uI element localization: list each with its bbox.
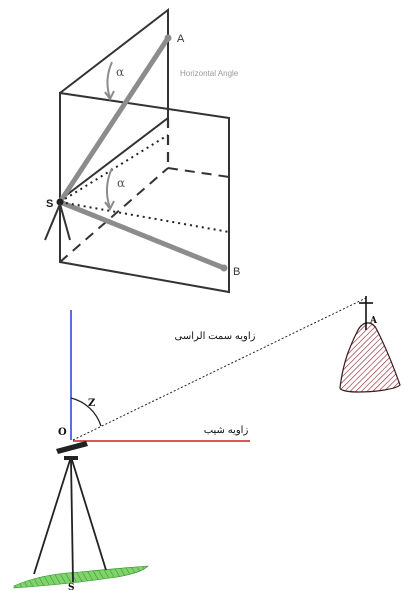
point-b-marker bbox=[220, 264, 228, 272]
label-point-a: A bbox=[177, 33, 185, 45]
horizontal-plane-dashed-edge-2 bbox=[167, 167, 230, 178]
label-station-s: S bbox=[46, 198, 53, 210]
tripod-symbol bbox=[44, 203, 71, 241]
instrument-head bbox=[56, 441, 88, 454]
angle-arc-upper bbox=[106, 61, 113, 99]
label-zenith-angle-fa: زاویه سمت الراسی bbox=[175, 331, 256, 342]
point-a-marker bbox=[164, 34, 172, 42]
label-horizontal-angle: Horizontal Angle bbox=[180, 69, 239, 78]
vertical-plane bbox=[59, 7, 169, 203]
label-origin-o: O bbox=[58, 427, 67, 438]
instrument-base bbox=[64, 456, 78, 460]
label-point-b: B bbox=[233, 266, 240, 278]
label-bottom-point-a: A bbox=[369, 316, 378, 326]
sight-line-oa bbox=[72, 297, 367, 441]
projection-line-b bbox=[59, 201, 230, 233]
target-mound bbox=[339, 322, 401, 393]
sight-line-sa bbox=[57, 35, 171, 205]
label-angle-upper: α bbox=[116, 65, 124, 79]
station-s-marker bbox=[56, 198, 64, 206]
projection-line-a bbox=[59, 134, 169, 203]
label-angle-lower: α bbox=[117, 176, 125, 190]
top-figure: A B S α α Horizontal Angle bbox=[44, 7, 240, 294]
angle-arrow-upper bbox=[104, 90, 115, 101]
zenith-angle-arc bbox=[70, 397, 102, 427]
label-ground-s: S bbox=[68, 583, 75, 591]
horizontal-plane-dashed-edge bbox=[59, 167, 169, 263]
bottom-figure: A O Z S زاویه سمت الراسی زاویه شیب bbox=[13, 296, 401, 591]
tripod-legs bbox=[33, 459, 107, 583]
label-vertical-angle-fa: زاویه شیب bbox=[204, 425, 249, 436]
ground-patch bbox=[13, 565, 149, 589]
angle-arc-lower bbox=[106, 167, 113, 209]
sight-line-sb bbox=[57, 199, 227, 271]
label-zenith-z: Z bbox=[88, 398, 95, 409]
angle-arrow-lower bbox=[104, 200, 115, 211]
